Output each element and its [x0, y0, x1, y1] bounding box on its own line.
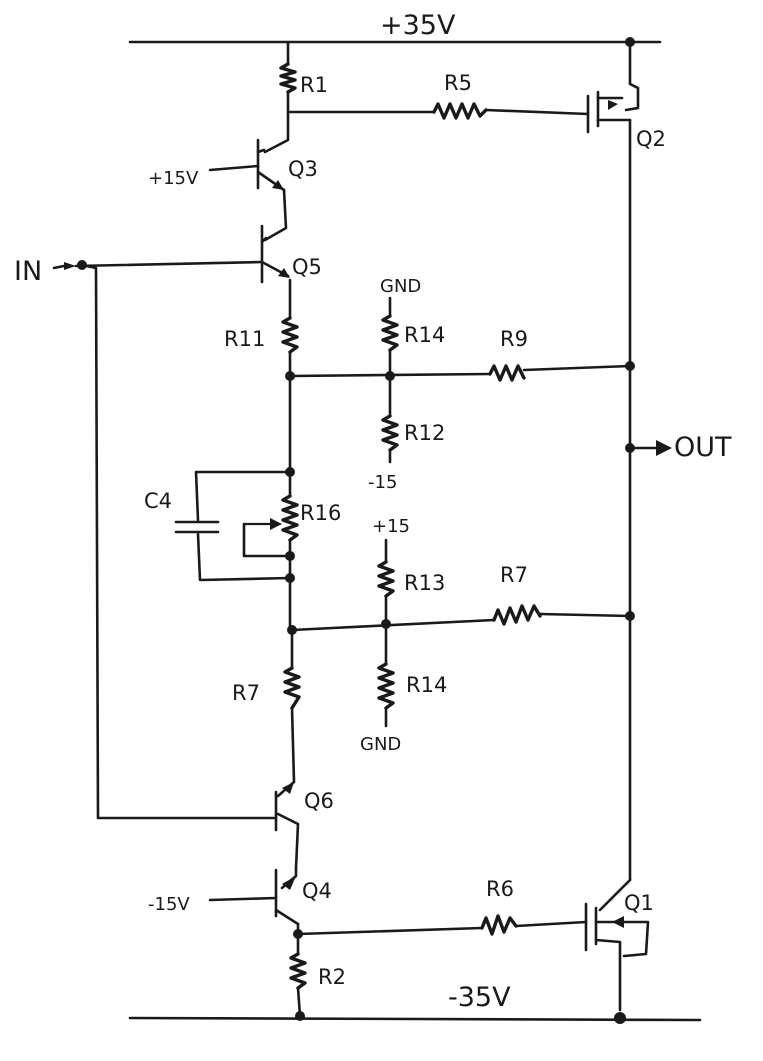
r1-label: R1	[300, 73, 328, 97]
transistor-q6	[274, 780, 300, 870]
transistor-q5	[260, 224, 290, 284]
r8-label: R7	[500, 563, 528, 587]
q2-label: Q2	[636, 127, 666, 151]
resistor-r2	[289, 952, 307, 990]
resistor-r1	[279, 62, 297, 94]
c4-label: C4	[144, 489, 172, 513]
q1-label: Q1	[624, 891, 654, 915]
resistor-r11	[381, 414, 399, 452]
q4-label: Q4	[302, 879, 332, 903]
r11-supply-label: -15	[368, 472, 397, 493]
q3-base-supply-label: +15V	[148, 168, 199, 189]
r16-label: R16	[300, 501, 341, 525]
input-label: IN	[14, 256, 42, 287]
r14-gnd-label: GND	[380, 276, 421, 297]
resistor-r12	[377, 560, 395, 598]
resistor-r14	[381, 314, 399, 352]
output-label: OUT	[674, 432, 732, 463]
negative-rail	[128, 1016, 702, 1022]
q6-label: Q6	[304, 789, 334, 813]
r9-label: R9	[500, 327, 528, 351]
negative-rail-label: -35V	[448, 982, 511, 1013]
q5-label: Q5	[292, 255, 322, 279]
positive-rail-label: +35V	[380, 10, 456, 41]
transistor-q4	[208, 868, 300, 926]
transistor-q3	[208, 138, 286, 192]
r12-supply-label: +15	[372, 516, 410, 537]
resistor-r9	[488, 364, 526, 382]
r13-gnd-label: GND	[360, 734, 401, 755]
resistor-r10	[281, 316, 299, 354]
q4-base-supply-label: -15V	[148, 894, 190, 915]
resistor-r13	[377, 662, 395, 710]
resistor-r16	[242, 494, 299, 558]
resistor-r8	[492, 604, 542, 626]
capacitor-c4	[174, 520, 220, 534]
transistor-q1	[584, 878, 650, 1012]
transistor-q2	[586, 90, 632, 134]
r5-label: R5	[444, 71, 472, 95]
q3-label: Q3	[288, 157, 318, 181]
r2-label: R2	[318, 965, 346, 989]
resistor-r7	[283, 666, 301, 710]
r12-label: R13	[404, 571, 445, 595]
r11-label: R12	[404, 421, 445, 445]
r7-label: R7	[232, 681, 260, 705]
r10-label: R11	[224, 327, 265, 351]
r14-label: R14	[404, 323, 445, 347]
r6-label: R6	[486, 877, 514, 901]
r13-label: R14	[406, 673, 447, 697]
resistor-r6	[480, 914, 518, 936]
resistor-r5	[432, 102, 488, 120]
